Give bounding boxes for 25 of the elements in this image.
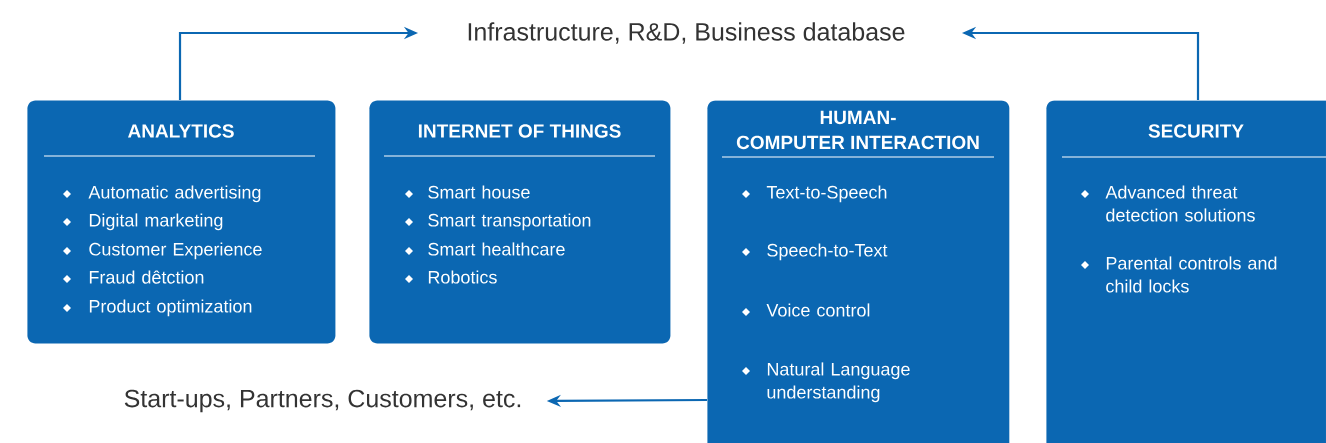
bullet-item: Robotics	[405, 270, 497, 284]
box-heading: INTERNET OF THINGS	[418, 124, 621, 138]
bullet-item: Parental controls and child locks	[1081, 256, 1277, 293]
bullet-item: Voice control	[742, 303, 870, 317]
bullet-item: Smart transportation	[405, 213, 591, 231]
bullet-item: Fraud dêtction	[63, 270, 204, 284]
bullet-item: Smart house	[405, 185, 530, 199]
bullet-item: Smart healthcare	[405, 242, 565, 256]
box-heading: ANALYTICS	[128, 124, 234, 138]
category-box	[27, 100, 336, 344]
text-label: Infrastructure, R&D, Business database	[468, 22, 905, 44]
bullet-item: Digital marketing	[63, 213, 223, 231]
text-label: Start-ups, Partners, Customers, etc.	[124, 389, 521, 413]
bullet-item: Text-to-Speech	[742, 185, 887, 203]
box-heading: SECURITY	[1148, 124, 1244, 138]
category-box	[369, 100, 671, 344]
bullet-item: Automatic advertising	[63, 185, 261, 203]
box-heading: HUMAN- COMPUTER INTERACTION	[736, 110, 979, 150]
bullet-item: Speech-to-Text	[742, 243, 888, 261]
bullet-item: Advanced threat detection solutions	[1081, 185, 1255, 222]
bullet-item: Product optimization	[63, 299, 252, 317]
bullet-item: Natural Language understanding	[742, 362, 910, 403]
bullet-item: Customer Experience	[63, 242, 262, 260]
category-box	[707, 100, 1010, 443]
category-box	[1046, 100, 1326, 443]
